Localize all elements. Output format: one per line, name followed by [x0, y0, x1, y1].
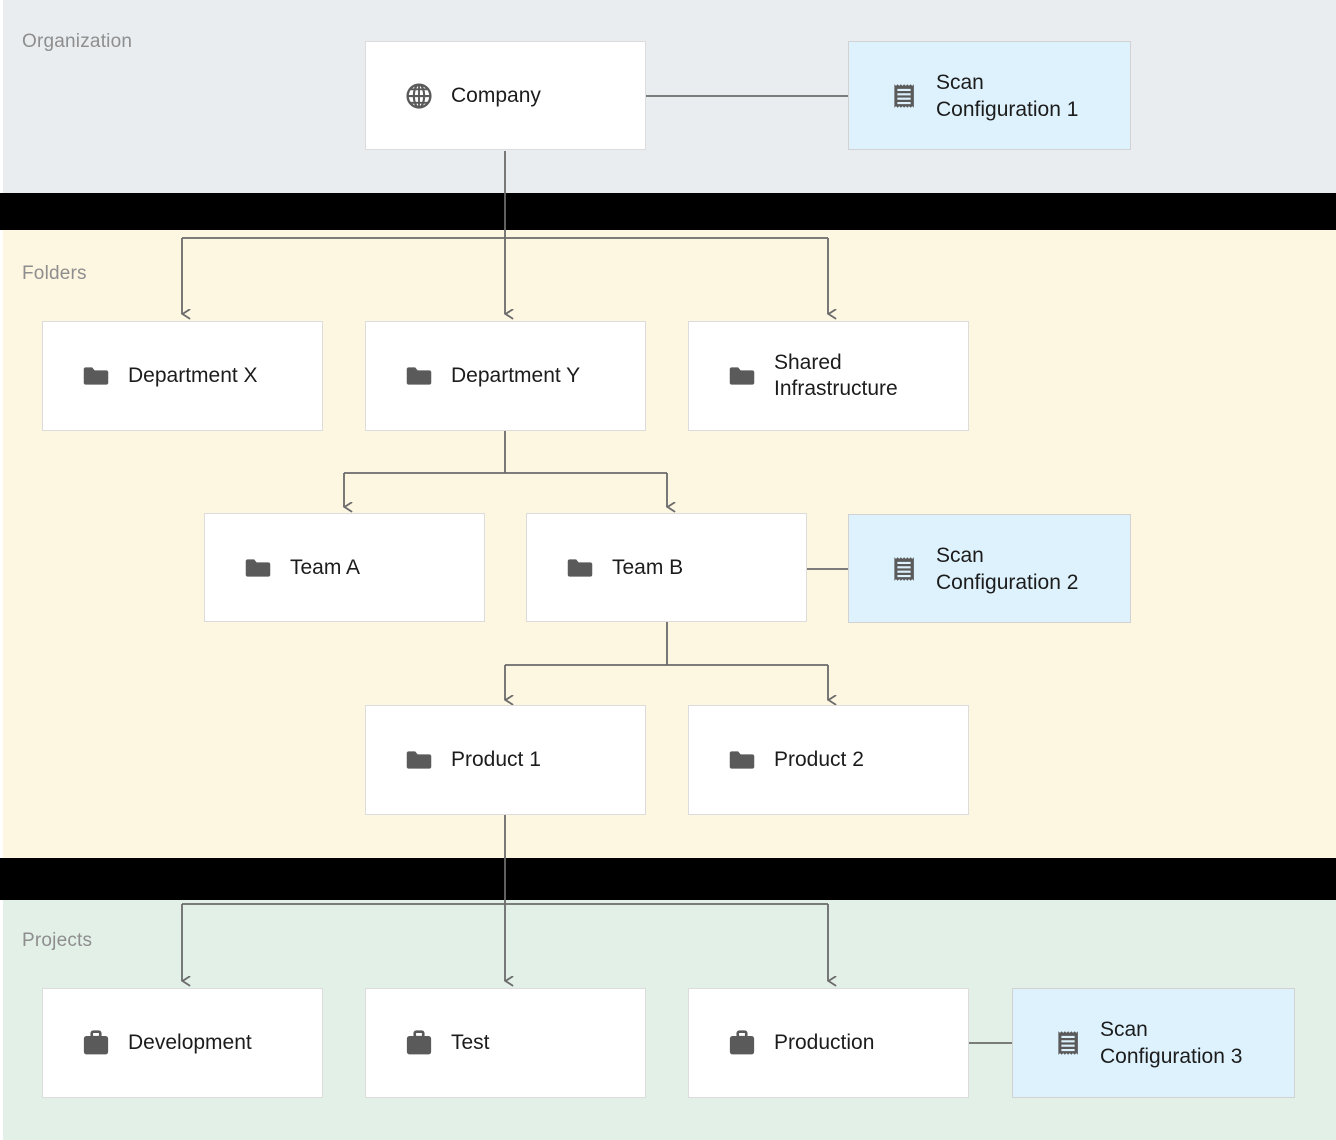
band-separator-bottom [0, 858, 1336, 900]
node-label: Scan Configuration 3 [1100, 1018, 1243, 1068]
briefcase-icon [406, 1030, 432, 1055]
receipt-icon [894, 83, 914, 108]
receipt-icon [894, 556, 914, 581]
node-label: Product 1 [451, 748, 541, 771]
node-label: Department X [128, 364, 258, 387]
node-label: Team B [612, 555, 684, 579]
node-label: Product 2 [774, 748, 864, 771]
node-scan-configuration-3[interactable]: Scan Configuration 3 [1012, 988, 1295, 1098]
node-department-y[interactable]: Department Y [365, 321, 646, 431]
folder-icon [567, 558, 593, 577]
node-label: Development [128, 1031, 252, 1054]
node-team-a[interactable]: Team A [204, 513, 485, 622]
folder-icon [406, 751, 432, 769]
node-development[interactable]: Development [42, 988, 323, 1098]
node-label: Department Y [451, 364, 581, 387]
node-product-2[interactable]: Product 2 [688, 705, 969, 815]
node-test[interactable]: Test [365, 988, 646, 1098]
folder-icon [83, 367, 109, 385]
node-label: Scan Configuration 1 [936, 70, 1079, 121]
band-separator-top [0, 193, 1336, 230]
band-label-projects: Projects [22, 930, 93, 951]
node-scan-configuration-1[interactable]: Scan Configuration 1 [848, 41, 1131, 150]
node-scan-configuration-2[interactable]: Scan Configuration 2 [848, 514, 1131, 623]
node-team-b[interactable]: Team B [526, 513, 807, 622]
node-department-x[interactable]: Department X [42, 321, 323, 431]
folder-icon [729, 367, 755, 385]
receipt-icon [1058, 1031, 1078, 1055]
band-label-organization: Organization [22, 31, 133, 52]
briefcase-icon [729, 1030, 755, 1055]
briefcase-icon [83, 1030, 109, 1055]
node-label: Production [774, 1031, 875, 1054]
globe-icon [406, 82, 432, 109]
node-company[interactable]: Company [365, 41, 646, 150]
node-production[interactable]: Production [688, 988, 969, 1098]
node-label: Shared Infrastructure [774, 351, 898, 400]
node-label: Team A [290, 555, 361, 579]
band-organization [3, 0, 1336, 193]
node-product-1[interactable]: Product 1 [365, 705, 646, 815]
band-label-folders: Folders [22, 263, 87, 284]
folder-icon [729, 751, 755, 769]
node-label: Test [451, 1031, 490, 1054]
folder-icon [406, 367, 432, 385]
folder-icon [245, 558, 271, 577]
node-shared-infrastructure[interactable]: Shared Infrastructure [688, 321, 969, 431]
node-label: Scan Configuration 2 [936, 543, 1079, 594]
node-label: Company [451, 83, 541, 107]
